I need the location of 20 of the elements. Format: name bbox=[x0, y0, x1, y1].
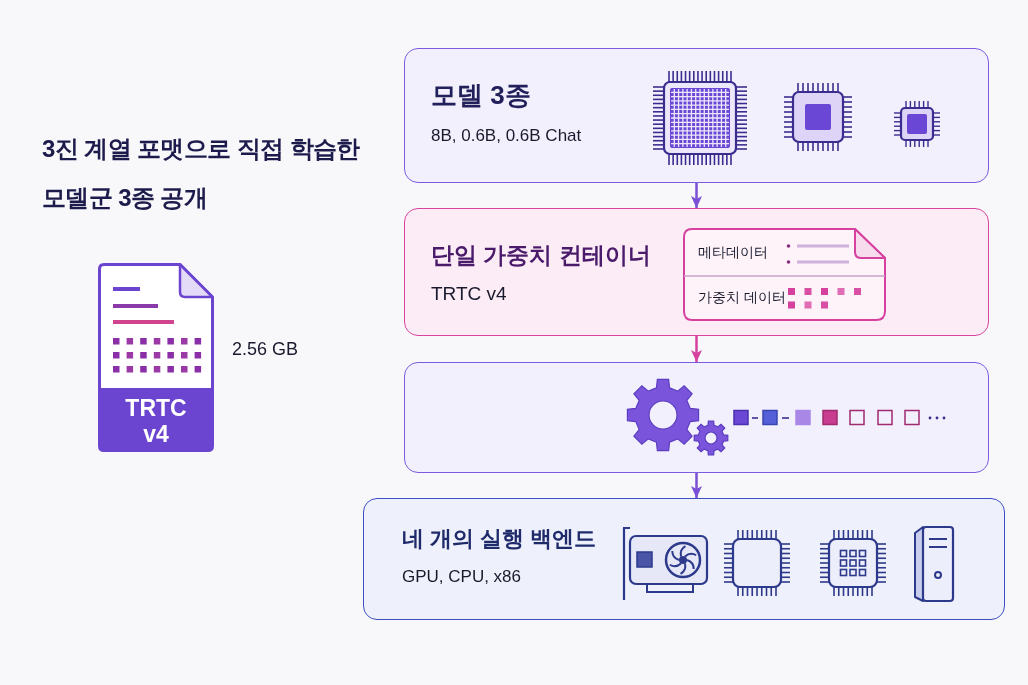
section-panel bbox=[363, 498, 1005, 620]
section-panel bbox=[404, 48, 989, 183]
section-subheading: TRTC v4 bbox=[431, 283, 507, 306]
section-panel bbox=[404, 208, 989, 336]
section-heading: 단일 가중치 컨테이너 bbox=[431, 242, 651, 270]
arrow bbox=[691, 473, 702, 498]
section-heading: 네 개의 실행 백엔드 bbox=[402, 527, 596, 553]
section-subheading: GPU, CPU, x86 bbox=[402, 567, 522, 588]
diagram-title: 3진 계열 포맷으로 직접 학습한 모델군 3종 공개 bbox=[42, 134, 361, 213]
arrow bbox=[691, 336, 702, 362]
field-label: 메타데이터 bbox=[698, 245, 768, 262]
file-document bbox=[98, 263, 214, 452]
section-subheading: 8B, 0.6B, 0.6B Chat bbox=[431, 126, 582, 147]
file-card bbox=[683, 228, 886, 321]
section-heading: 모델 3종 bbox=[431, 80, 531, 112]
file-format-label: TRTC v4 bbox=[124, 395, 188, 447]
field-label: 가중치 데이터 bbox=[698, 290, 786, 307]
arrow bbox=[691, 183, 702, 208]
file-size-label: 2.56 GB bbox=[232, 339, 299, 360]
section-panel bbox=[404, 362, 989, 473]
